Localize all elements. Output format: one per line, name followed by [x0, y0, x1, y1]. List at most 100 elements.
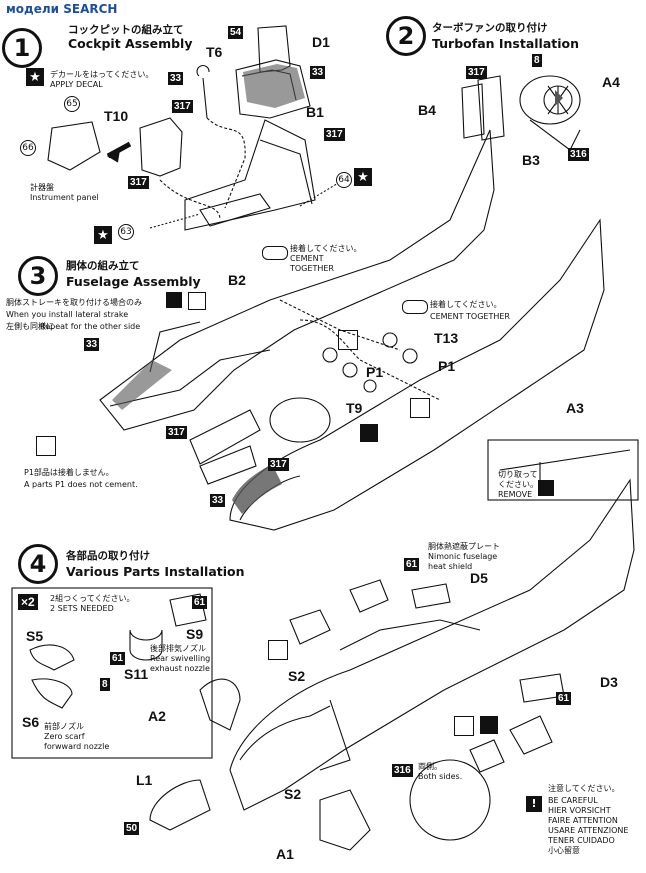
star-icon: ★	[94, 226, 112, 244]
part-t13-label: T13	[434, 330, 459, 346]
no-glue-icon	[454, 716, 474, 736]
sets-note-jp: 2組つくってください。	[50, 594, 135, 603]
cement-tube-icon	[262, 246, 288, 260]
part-t6-label: T6	[206, 44, 223, 60]
detail-inset	[409, 759, 491, 841]
color-61-c: 61	[404, 558, 420, 571]
cement-note-1-jp: 接着してください。	[290, 244, 362, 253]
color-33-c: 33	[84, 338, 100, 351]
color-54: 54	[228, 26, 244, 39]
color-316-b: 316	[392, 764, 413, 777]
step-2-title-en: Turbofan Installation	[432, 36, 580, 51]
part-a1-label: A1	[276, 846, 294, 862]
color-33-b: 33	[310, 66, 326, 79]
part-b4	[461, 83, 485, 139]
part-t10	[139, 117, 183, 177]
step-2-title-jp: ターボファンの取り付け	[432, 22, 548, 34]
cement-tube-icon	[166, 292, 182, 308]
cement-tube-icon	[480, 716, 498, 734]
instrument-panel-en: Instrument panel	[30, 193, 99, 202]
cement-note-2-en: CEMENT TOGETHER	[430, 312, 510, 321]
caution-icon: !	[526, 796, 542, 812]
front-nozzle-en2: forwward nozzle	[44, 742, 110, 751]
front-nozzle-jp: 前部ノズル	[44, 722, 84, 731]
color-317-e: 317	[166, 426, 187, 439]
step-1-title-en: Cockpit Assembly	[68, 36, 193, 51]
part-a4-label: A4	[602, 74, 620, 90]
careful-l3: FAIRE ATTENTION	[548, 816, 618, 825]
cement-tube-icon	[402, 300, 428, 314]
fuselage-left-half	[99, 129, 495, 431]
strake-note-en: When you install lateral strake	[6, 310, 129, 319]
careful-l6: 小心留意	[548, 846, 580, 855]
strake-note-jp: 胴体ストレーキを取り付ける場合のみ	[6, 298, 142, 307]
part-a2	[199, 678, 241, 731]
no-glue-icon	[268, 640, 288, 660]
repeat-note-en: Repeat for the other side	[40, 322, 141, 331]
heat-shield-d5	[411, 583, 451, 609]
p1-note-en: A parts P1 does not cement.	[24, 480, 138, 489]
star-icon: ★	[354, 168, 372, 186]
decal-note-en: APPLY DECAL	[50, 80, 103, 89]
nozzle-right-rear	[509, 715, 553, 755]
part-b3-label: B3	[522, 152, 540, 168]
part-a3-label: A3	[566, 400, 584, 416]
color-8: 8	[532, 54, 542, 67]
color-317-f: 317	[268, 458, 289, 471]
step-4-number: 4	[18, 544, 58, 584]
rear-nozzle-en1: Rear swivelling	[150, 654, 211, 663]
careful-l4: USARE ATTENZIONE	[548, 826, 629, 835]
no-glue-icon	[410, 398, 430, 418]
part-d1-label: D1	[312, 34, 330, 50]
rear-nozzle-en2: exhaust nozzle	[150, 664, 210, 673]
color-317-c: 317	[128, 176, 149, 189]
remove-note-jp2: ください。	[498, 480, 538, 489]
part-s2-label-b: S2	[284, 786, 302, 802]
seat-frame	[189, 409, 261, 465]
cement-tube-icon	[360, 424, 378, 442]
part-b4-label: B4	[418, 102, 436, 118]
color-33-a: 33	[168, 72, 184, 85]
careful-jp: 注意してください。	[548, 784, 620, 793]
nozzle-left-front	[289, 609, 331, 645]
heat-shield-jp: 胴体熱遮蔽プレート	[428, 542, 500, 551]
color-61-a: 61	[192, 596, 208, 609]
no-glue-icon	[338, 330, 358, 350]
careful-l2: HIER VORSICHT	[548, 806, 611, 815]
callout-63: 63	[118, 224, 134, 240]
callout-64: 64	[336, 172, 352, 188]
star-icon: ★	[26, 68, 44, 86]
part-s6-label: S6	[22, 714, 40, 730]
step-3-title-en: Fuselage Assembly	[66, 274, 201, 289]
glue-icon	[188, 292, 206, 310]
step-1-title-jp: コックピットの組み立て	[68, 24, 184, 36]
both-sides-jp: 両側。	[418, 762, 442, 771]
part-a2-label: A2	[148, 708, 166, 724]
color-317-a: 317	[172, 100, 193, 113]
cement-note-1-en2: TOGETHER	[290, 264, 334, 273]
sets-multiplier: ×2	[18, 594, 38, 610]
sets-note-en: 2 SETS NEEDED	[50, 604, 114, 613]
cut-remove-icon	[538, 480, 554, 496]
step-4-title-en: Various Parts Installation	[66, 564, 245, 579]
p1-note-jp: P1部品は接着しません。	[24, 468, 114, 477]
part-s2-label-a: S2	[288, 668, 306, 684]
intake-part	[269, 397, 331, 443]
color-317-d: 317	[466, 66, 487, 79]
color-61-b: 61	[110, 652, 126, 665]
nozzle-left-rear	[349, 579, 389, 613]
color-317-b: 317	[324, 128, 345, 141]
part-t10-label: T10	[104, 108, 129, 124]
step-1-number: 1	[2, 28, 42, 68]
part-d3-label: D3	[600, 674, 618, 690]
color-316-a: 316	[568, 148, 589, 161]
part-b3	[477, 75, 505, 141]
watermark: модели SEARCH	[6, 2, 118, 16]
cockpit-tub-b1	[184, 119, 316, 231]
step-3-title-jp: 胴体の組み立て	[66, 260, 140, 272]
step-3-number: 3	[18, 256, 58, 296]
part-l1-label: L1	[136, 772, 153, 788]
part-p1-label-a: P1	[438, 358, 456, 374]
part-a1	[319, 789, 371, 851]
